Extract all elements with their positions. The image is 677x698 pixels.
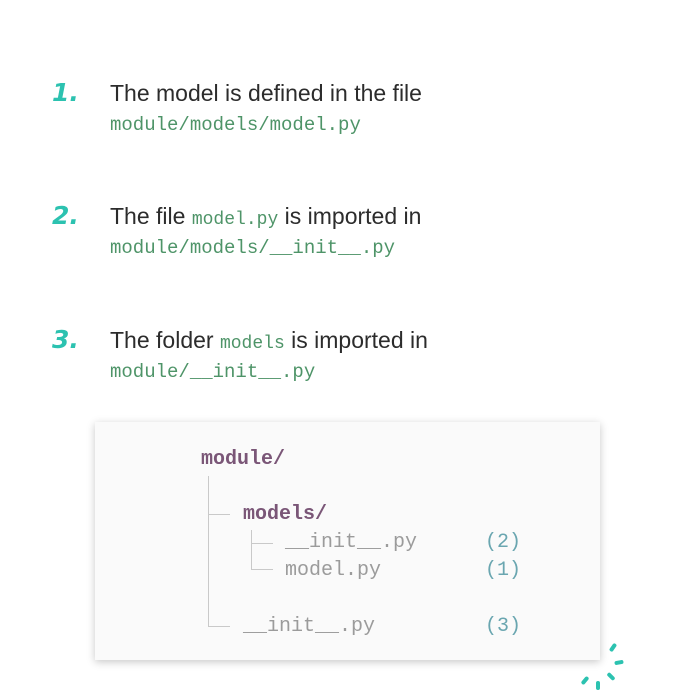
tree-file-model: model.py [285, 559, 382, 582]
tree-root-dir: module/ [201, 448, 286, 471]
step-number: 1. [52, 78, 79, 107]
tree-ref: (3) [485, 615, 522, 638]
step-number: 2. [52, 201, 79, 230]
step-number: 3. [52, 325, 79, 354]
step-path: module/models/__init__.py [110, 237, 396, 259]
tree-connector [208, 476, 209, 626]
step-path: module/models/model.py [110, 114, 361, 136]
tree-connector [251, 543, 273, 544]
tree-connector [208, 626, 230, 627]
step-text-after: is imported in [284, 327, 428, 353]
tree-subdir: models/ [243, 503, 328, 526]
step-text-before: The file [110, 203, 192, 229]
inline-code: models [219, 334, 285, 354]
step-text-after: is imported in [278, 203, 422, 229]
step-text: The file model.py is imported in [110, 203, 421, 230]
tree-ref: (2) [485, 531, 522, 554]
tree-connector [251, 530, 252, 569]
step-text: The model is defined in the file [110, 80, 422, 106]
tree-file-root-init: __init__.py [243, 615, 376, 638]
inline-code: model.py [191, 210, 279, 230]
step-text-before: The folder [110, 327, 220, 353]
tree-connector [208, 514, 230, 515]
tree-ref: (1) [485, 559, 522, 582]
step-text: The folder models is imported in [110, 327, 428, 354]
tree-connector [251, 569, 273, 570]
directory-tree-card: module/ models/ __init__.py (2) model.py… [95, 422, 600, 660]
step-path: module/__init__.py [110, 361, 316, 383]
tree-file-sub-init: __init__.py [285, 531, 418, 554]
